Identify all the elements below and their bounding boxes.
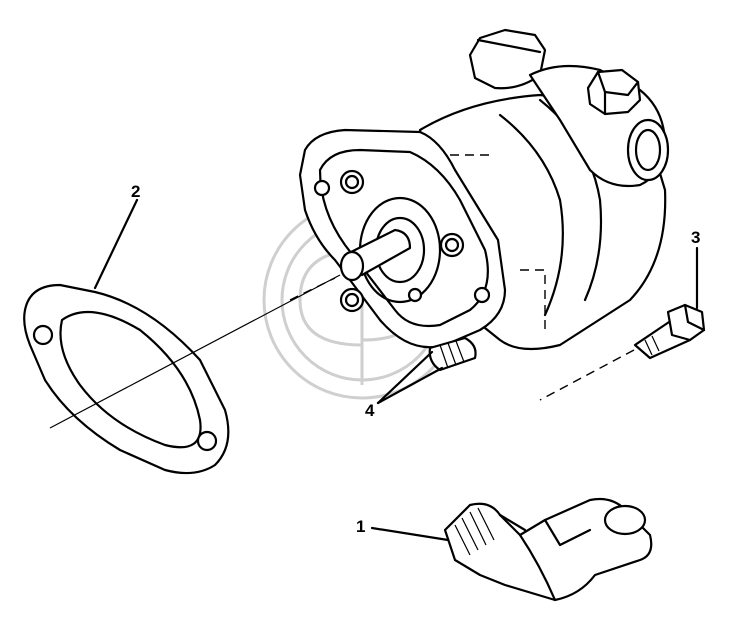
bolt bbox=[539, 303, 706, 401]
leader-line-1 bbox=[370, 526, 450, 542]
leader-line-2 bbox=[93, 198, 139, 290]
leader-line-4a bbox=[376, 350, 434, 405]
leader-line-4b bbox=[376, 366, 444, 405]
hydraulic-pump bbox=[298, 28, 670, 372]
callout-1: 1 bbox=[356, 517, 366, 536]
assembly-axis-line bbox=[49, 274, 341, 429]
callout-3: 3 bbox=[691, 228, 701, 247]
assembly-axis-dashed bbox=[289, 277, 336, 301]
gasket bbox=[23, 283, 230, 475]
callout-4: 4 bbox=[365, 401, 375, 420]
callout-2: 2 bbox=[131, 182, 141, 201]
elbow-fitting bbox=[443, 497, 653, 602]
